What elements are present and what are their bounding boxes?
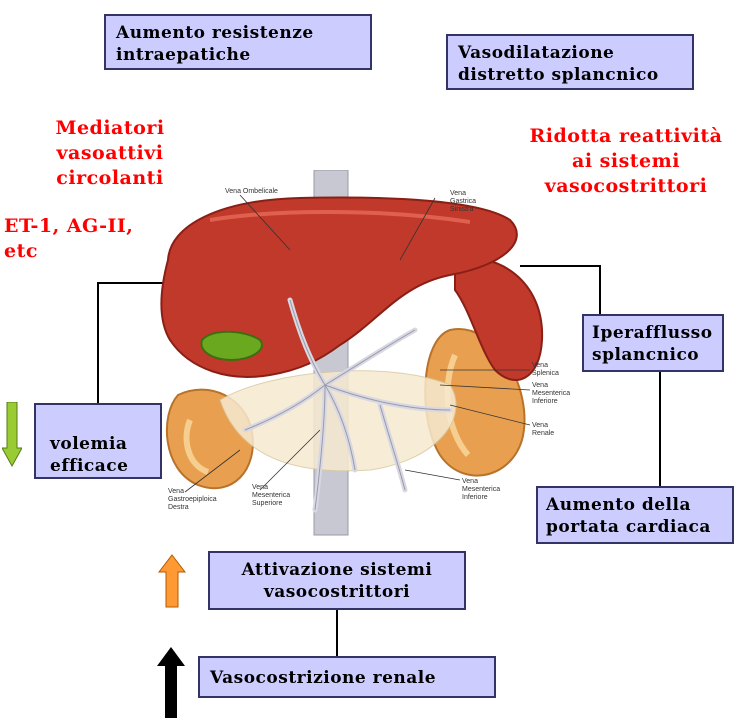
label-vena-gastrica: Vena Gastrica Sinistra	[450, 190, 492, 214]
box-attivazione: Attivazione sistemi vasocostrittori	[208, 551, 466, 610]
label-vena-mesenterica-inf-2: Vena Mesenterica Inferiore	[462, 478, 508, 502]
box-vasodilatazione: Vasodilatazione distretto splancnico	[446, 34, 694, 90]
label-vena-renale: Vena Renale	[532, 422, 572, 438]
box-vasocostrizione-renale: Vasocostrizione renale	[198, 656, 496, 698]
down-arrow-green-icon	[2, 402, 22, 468]
box-volemia: volemia efficace	[34, 403, 162, 479]
box-portata-cardiaca: Aumento della portata cardiaca	[536, 486, 734, 544]
up-arrow-black-icon	[156, 646, 186, 718]
label-vena-mesenterica-inf: Vena Mesenterica Inferiore	[532, 382, 578, 406]
text-ridotta: Ridotta reattività ai sistemi vasocostri…	[526, 124, 726, 199]
box-iperafflusso: Iperafflusso splancnico	[582, 314, 724, 372]
intestine	[220, 371, 456, 471]
box-aumento-resistenze: Aumento resistenze intraepatiche	[104, 14, 372, 70]
label-vena-mesenterica-sup: Vena Mesenterica Superiore	[252, 484, 300, 508]
text-mediatori: Mediatori vasoattivi circolanti	[40, 116, 180, 191]
label-vena-gastroepiploica: Vena Gastroepiploica Destra	[168, 488, 223, 512]
up-arrow-orange-icon	[158, 554, 186, 608]
label-vena-splenica: Vena Splenica	[532, 362, 572, 378]
pointer-mesenterica-inf2	[405, 470, 460, 480]
text-et1: ET-1, AG-II, etc	[4, 214, 144, 264]
label-vena-ombelicale: Vena Ombelicale	[225, 188, 285, 196]
gallbladder	[201, 332, 262, 360]
